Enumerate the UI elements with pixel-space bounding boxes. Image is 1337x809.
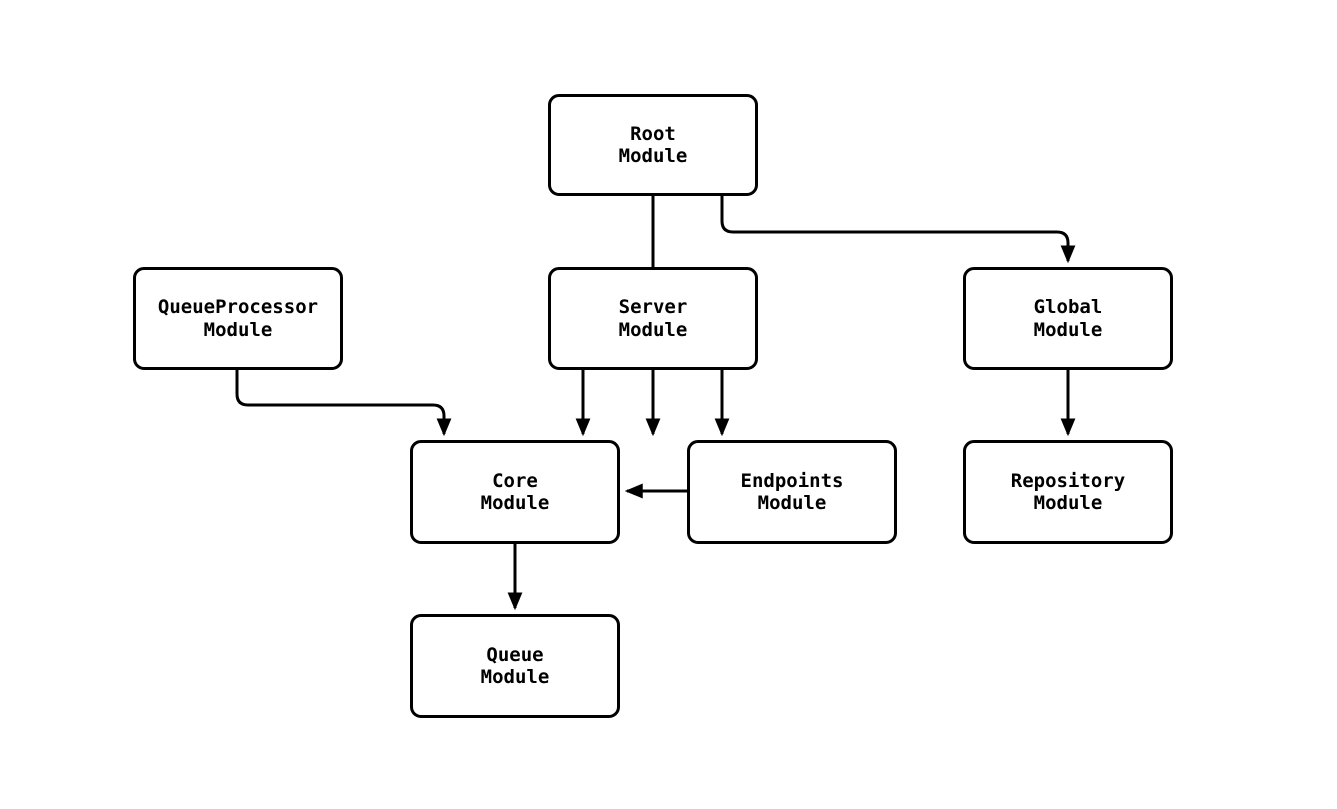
node-root-module-label: Root Module: [618, 122, 688, 167]
node-root-module[interactable]: Root Module: [548, 94, 758, 196]
node-repository-module-label: Repository Module: [1010, 469, 1126, 514]
node-queue-module-label: Queue Module: [480, 643, 550, 688]
node-global-module-label: Global Module: [1033, 296, 1103, 341]
node-queue-module[interactable]: Queue Module: [410, 614, 620, 718]
edge-queueprocessor-core: [235, 370, 452, 437]
node-queueprocessor-module[interactable]: QueueProcessor Module: [133, 267, 343, 370]
node-endpoints-module-label: Endpoints Module: [740, 469, 844, 514]
node-repository-module[interactable]: Repository Module: [963, 440, 1173, 544]
node-queueprocessor-module-label: QueueProcessor Module: [157, 296, 319, 341]
edge-root-global: [720, 196, 1076, 264]
node-core-module-label: Core Module: [480, 469, 550, 514]
node-server-module[interactable]: Server Module: [548, 267, 758, 370]
node-core-module[interactable]: Core Module: [410, 440, 620, 544]
node-server-module-label: Server Module: [618, 296, 688, 341]
node-endpoints-module[interactable]: Endpoints Module: [687, 440, 897, 544]
node-global-module[interactable]: Global Module: [963, 267, 1173, 370]
